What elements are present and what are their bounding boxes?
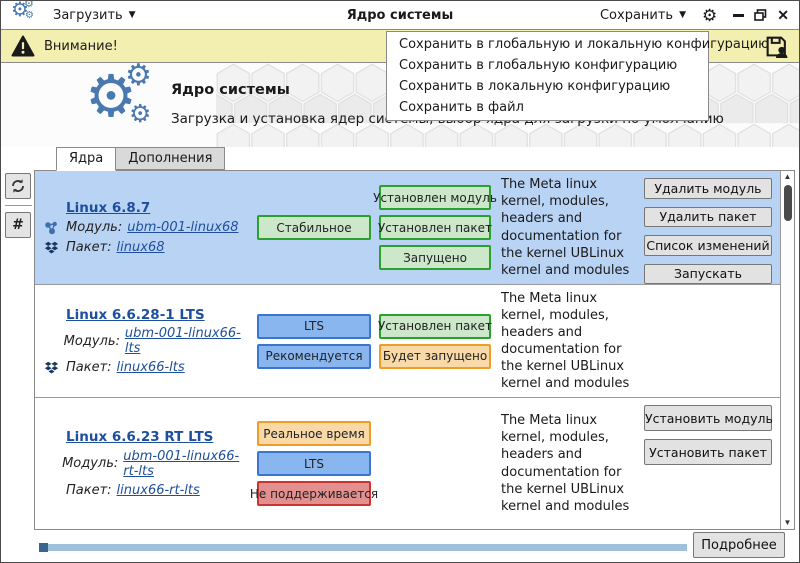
badges-column-1: Стабильное <box>257 171 371 284</box>
save-dropdown-menu: Сохранить в глобальную и локальную конфи… <box>386 31 770 121</box>
module-icon <box>41 220 61 236</box>
badges-column-2: Установлен модуль Установлен пакет Запущ… <box>373 171 497 284</box>
status-badge: Запущено <box>379 245 491 270</box>
save-config-button[interactable] <box>764 34 789 59</box>
module-label: Модуль: <box>62 456 119 471</box>
status-badge: Установлен пакет <box>378 313 492 339</box>
kernel-list: Linux 6.8.7 Модуль: ubm-001-linux68 <box>34 170 795 530</box>
kernel-actions: Удалить модуль Удалить пакет Список изме… <box>644 171 772 284</box>
chevron-down-icon: ▼ <box>679 10 687 20</box>
warning-text: Внимание! <box>44 38 118 54</box>
module-link[interactable]: ubm-001-linux68 <box>127 220 239 235</box>
module-label: Модуль: <box>66 220 123 235</box>
kernel-info: Linux 6.6.28-1 LTS Модуль: ubm-001-linux… <box>41 285 241 397</box>
load-menu-label: Загрузить <box>53 7 123 23</box>
kernel-name-link[interactable]: Linux 6.6.23 RT LTS <box>66 429 214 445</box>
save-menu-label: Сохранить <box>599 7 674 23</box>
kernel-row-linux-6-6-23-rt[interactable]: Linux 6.6.23 RT LTS Модуль: ubm-001-linu… <box>35 397 780 529</box>
refresh-button[interactable] <box>5 173 31 199</box>
progress-bar <box>39 543 687 552</box>
install-package-button[interactable]: Установить пакет <box>644 439 772 465</box>
module-link[interactable]: ubm-001-linux66-rt-lts <box>123 448 240 479</box>
scroll-up-icon[interactable]: ▲ <box>781 171 794 183</box>
kernel-description: The Meta linux kernel, modules, headers … <box>501 413 630 514</box>
menu-item-save-file[interactable]: Сохранить в файл <box>399 100 524 115</box>
app-gears-icon: ⚙⚙⚙ <box>11 0 34 21</box>
minimize-button[interactable] <box>733 13 745 17</box>
status-badge: Установлен пакет <box>378 215 492 240</box>
package-link[interactable]: linux66-lts <box>116 360 185 375</box>
menu-item-save-global-local[interactable]: Сохранить в глобальную и локальную конфи… <box>399 37 770 52</box>
tab-addons[interactable]: Дополнения <box>116 147 226 170</box>
tab-bar: Ядра Дополнения <box>56 147 226 171</box>
install-module-button[interactable]: Установить модуль <box>644 405 773 431</box>
kernel-info: Linux 6.6.23 RT LTS Модуль: ubm-001-linu… <box>41 398 241 529</box>
header-gears-icon: ⚙⚙⚙ <box>85 63 152 130</box>
status-badge: Установлен модуль <box>373 185 497 210</box>
badges-column-2 <box>379 398 491 529</box>
remove-package-button[interactable]: Удалить пакет <box>644 206 772 227</box>
badges-column-2: Установлен пакет Будет запущено <box>378 285 492 397</box>
kernel-info: Linux 6.8.7 Модуль: ubm-001-linux68 <box>41 171 241 284</box>
toolbar-divider <box>5 205 32 206</box>
module-label: Модуль: <box>63 333 120 349</box>
status-badge: Стабильное <box>257 215 371 240</box>
changelog-button[interactable]: Список изменений <box>644 235 772 256</box>
page-title: Ядро системы <box>171 82 290 98</box>
package-link[interactable]: linux66-rt-lts <box>116 482 200 498</box>
save-menu-button[interactable]: Сохранить ▼ <box>600 8 686 23</box>
close-button[interactable]: ✕ <box>777 7 789 23</box>
kernel-actions <box>644 285 772 397</box>
menu-item-save-global[interactable]: Сохранить в глобальную конфигурацию <box>399 58 678 73</box>
menu-item-save-local[interactable]: Сохранить в локальную конфигурацию <box>399 79 671 94</box>
package-link[interactable]: linux68 <box>116 240 165 255</box>
kernel-name-link[interactable]: Linux 6.6.28-1 LTS <box>66 306 205 323</box>
refresh-icon <box>12 179 24 193</box>
package-label: Пакет: <box>66 360 112 375</box>
status-badge: LTS <box>257 313 371 339</box>
status-badge: Реальное время <box>257 421 371 446</box>
kernel-name-link[interactable]: Linux 6.8.7 <box>66 199 151 216</box>
kernel-actions: Установить модуль Установить пакет <box>644 398 773 529</box>
status-badge: LTS <box>257 451 371 476</box>
scroll-down-icon[interactable]: ▼ <box>781 517 794 529</box>
chevron-down-icon: ▼ <box>128 10 136 20</box>
warning-triangle-icon <box>11 35 35 57</box>
load-menu-button[interactable]: Загрузить ▼ <box>53 8 136 23</box>
status-badge: Будет запущено <box>379 343 491 369</box>
vertical-scrollbar[interactable]: ▲ ▼ <box>780 171 794 529</box>
status-badge: Рекомендуется <box>257 343 371 369</box>
kernel-description: The Meta linux kernel, modules, headers … <box>501 290 630 392</box>
hash-button[interactable]: # <box>5 212 31 238</box>
restore-button[interactable] <box>754 9 767 21</box>
boot-button[interactable]: Запускать <box>644 263 772 284</box>
details-button[interactable]: Подробнее <box>693 532 785 558</box>
restore-icon <box>754 9 767 21</box>
badges-column-1: Реальное время LTS Не поддерживается <box>250 398 378 529</box>
settings-gear-icon[interactable]: ⚙ <box>702 5 718 25</box>
scroll-thumb[interactable] <box>783 185 792 221</box>
package-icon <box>41 241 61 255</box>
package-label: Пакет: <box>66 482 112 498</box>
kernel-row-linux-6-8-7[interactable]: Linux 6.8.7 Модуль: ubm-001-linux68 <box>35 171 780 284</box>
footer: Подробнее <box>1 530 799 562</box>
save-user-icon <box>766 36 788 58</box>
kernel-row-linux-6-6-28[interactable]: Linux 6.6.28-1 LTS Модуль: ubm-001-linux… <box>35 284 780 397</box>
progress-thumb <box>39 543 48 552</box>
package-label: Пакет: <box>66 240 112 255</box>
badges-column-1: LTS Рекомендуется <box>257 285 371 397</box>
module-link[interactable]: ubm-001-linux66-lts <box>124 326 241 356</box>
side-toolbar: # <box>5 173 32 238</box>
title-bar: ⚙⚙⚙ Загрузить ▼ Ядро системы Сохранить ▼… <box>1 1 799 30</box>
tab-kernels[interactable]: Ядра <box>56 147 117 171</box>
status-badge: Не поддерживается <box>250 481 378 506</box>
package-icon <box>41 361 61 375</box>
kernel-description: The Meta linux kernel, modules, headers … <box>501 177 630 278</box>
remove-module-button[interactable]: Удалить модуль <box>644 178 772 199</box>
